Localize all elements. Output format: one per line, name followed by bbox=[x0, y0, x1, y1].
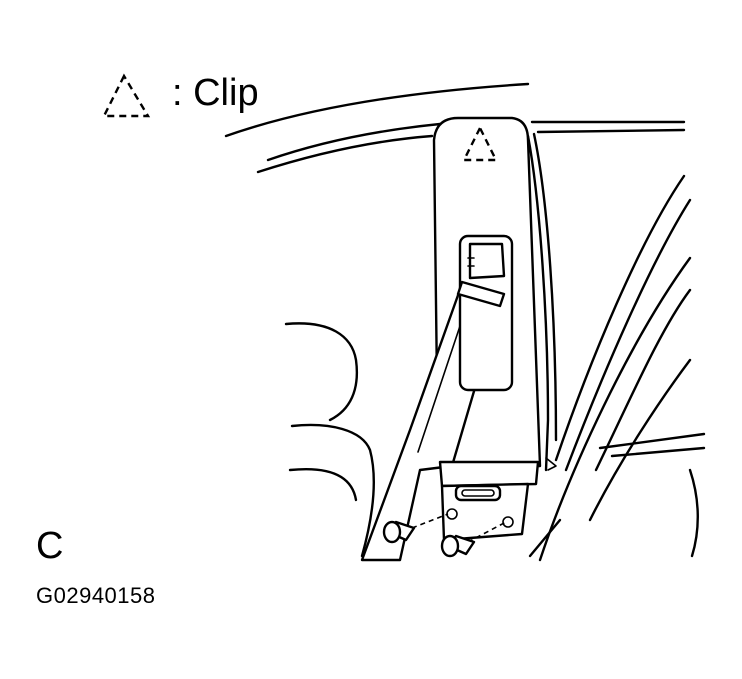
door-frame bbox=[526, 132, 706, 562]
view-letter: C bbox=[36, 525, 64, 567]
roof-lines bbox=[224, 82, 686, 174]
bolt-icon bbox=[382, 520, 416, 544]
figure-code: G02940158 bbox=[36, 583, 156, 608]
belt-guide bbox=[456, 234, 514, 392]
lower-anchor bbox=[438, 460, 540, 542]
clip-legend-label: : Clip bbox=[172, 72, 259, 114]
bolt-icon bbox=[440, 534, 476, 558]
mounting-bolts bbox=[382, 513, 507, 558]
pillar-clip-triangle-icon bbox=[462, 125, 498, 162]
clip-legend-triangle-icon bbox=[102, 73, 151, 118]
seat-back bbox=[284, 322, 375, 558]
